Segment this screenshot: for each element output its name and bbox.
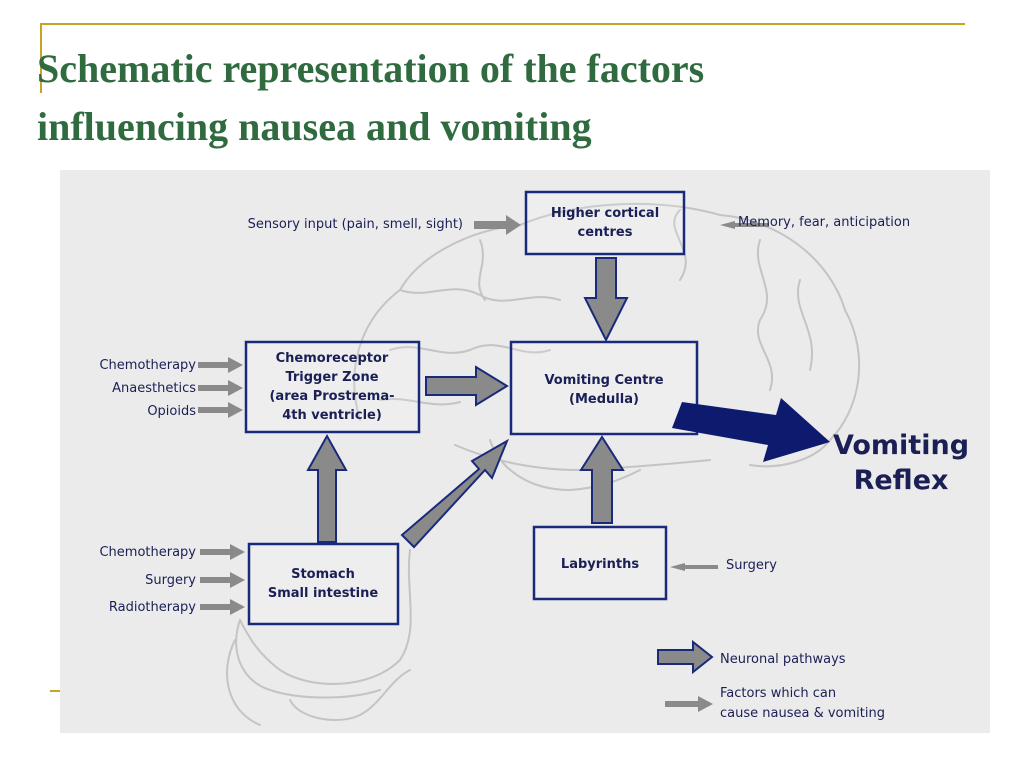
- chemoreceptor-trigger-zone-box: Chemoreceptor Trigger Zone (area Prostre…: [244, 340, 421, 434]
- stomach-small-intestine-box: Stomach Small intestine: [247, 542, 400, 626]
- legend-neuronal-arrow-icon: [657, 639, 714, 675]
- vomiting-reflex-label-1: Vomiting: [833, 430, 969, 461]
- vomiting-centre-box: Vomiting Centre (Medulla): [509, 340, 699, 436]
- slide-title-line-2: influencing nausea and vomiting: [37, 104, 592, 149]
- neuronal-arrow-stomach-to-ctz: [306, 433, 348, 543]
- factor-arrow-labyrinths-surgery: [670, 563, 718, 571]
- ctz-label-1: Chemoreceptor: [276, 351, 389, 366]
- vomiting-centre-label-2: (Medulla): [569, 392, 639, 407]
- factor-arrow-ctz-opioids: [198, 402, 243, 418]
- diagram-panel: Higher cortical centres Chemoreceptor Tr…: [60, 170, 990, 733]
- stomach-input-radiotherapy: Radiotherapy: [109, 600, 196, 615]
- slide-title: Schematic representation of the factors …: [37, 40, 937, 156]
- factor-arrow-ctz-anaesthetics: [198, 380, 243, 396]
- vomiting-reflex-arrow: [672, 398, 830, 462]
- ctz-label-2: Trigger Zone: [285, 370, 378, 385]
- legend-factors-label-2: cause nausea & vomiting: [720, 706, 885, 721]
- vomiting-centre-label-1: Vomiting Centre: [544, 373, 663, 388]
- higher-cortical-label-1: Higher cortical: [551, 206, 659, 221]
- ctz-label-3: (area Prostrema-: [269, 389, 394, 404]
- stomach-label-1: Stomach: [291, 567, 355, 582]
- factor-arrow-stomach-surgery: [200, 572, 245, 588]
- ctz-input-anaesthetics: Anaesthetics: [112, 381, 196, 396]
- stomach-label-2: Small intestine: [268, 586, 379, 601]
- slide-title-line-1: Schematic representation of the factors: [37, 46, 705, 91]
- labyrinths-input-surgery: Surgery: [726, 558, 777, 573]
- top-accent-rule: [40, 23, 965, 25]
- ctz-input-opioids: Opioids: [147, 404, 196, 419]
- neuronal-arrow-cortical-to-vomiting: [583, 257, 629, 343]
- stomach-input-chemotherapy: Chemotherapy: [99, 545, 196, 560]
- factor-arrow-stomach-chemotherapy: [200, 544, 245, 560]
- labyrinths-box: Labyrinths: [532, 525, 668, 601]
- brain-outline-illustration: [353, 202, 861, 492]
- ctz-input-chemotherapy: Chemotherapy: [99, 358, 196, 373]
- bottom-accent-rule: [50, 690, 62, 692]
- ctz-label-4: 4th ventricle): [282, 408, 382, 423]
- factor-arrow-sensory: [474, 215, 521, 235]
- neuronal-arrow-stomach-to-vomiting: [400, 438, 510, 549]
- vomiting-reflex-label-2: Reflex: [854, 465, 949, 496]
- higher-cortical-label-2: centres: [578, 225, 633, 240]
- gut-outline-illustration: [226, 549, 412, 726]
- left-accent-rule: [40, 23, 42, 93]
- sensory-input-label: Sensory input (pain, smell, sight): [248, 217, 463, 232]
- higher-cortical-centres-box: Higher cortical centres: [524, 190, 686, 256]
- factor-arrow-ctz-chemotherapy: [198, 357, 243, 373]
- factor-arrows: [198, 215, 769, 615]
- neuronal-arrow-labyrinths-to-vomiting: [579, 435, 625, 524]
- neuronal-arrow-ctz-to-vomiting: [425, 365, 509, 407]
- legend-factors-label-1: Factors which can: [720, 686, 836, 701]
- memory-fear-label: Memory, fear, anticipation: [738, 215, 910, 230]
- factor-arrow-stomach-radiotherapy: [200, 599, 245, 615]
- stomach-input-surgery: Surgery: [145, 573, 196, 588]
- legend-neuronal-label: Neuronal pathways: [720, 652, 846, 667]
- factor-arrow-memory: [720, 221, 769, 229]
- diagram-canvas: Higher cortical centres Chemoreceptor Tr…: [99, 190, 969, 726]
- legend: Neuronal pathways Factors which can caus…: [657, 639, 885, 721]
- legend-factor-arrow-icon: [665, 696, 713, 712]
- labyrinths-label: Labyrinths: [561, 557, 639, 572]
